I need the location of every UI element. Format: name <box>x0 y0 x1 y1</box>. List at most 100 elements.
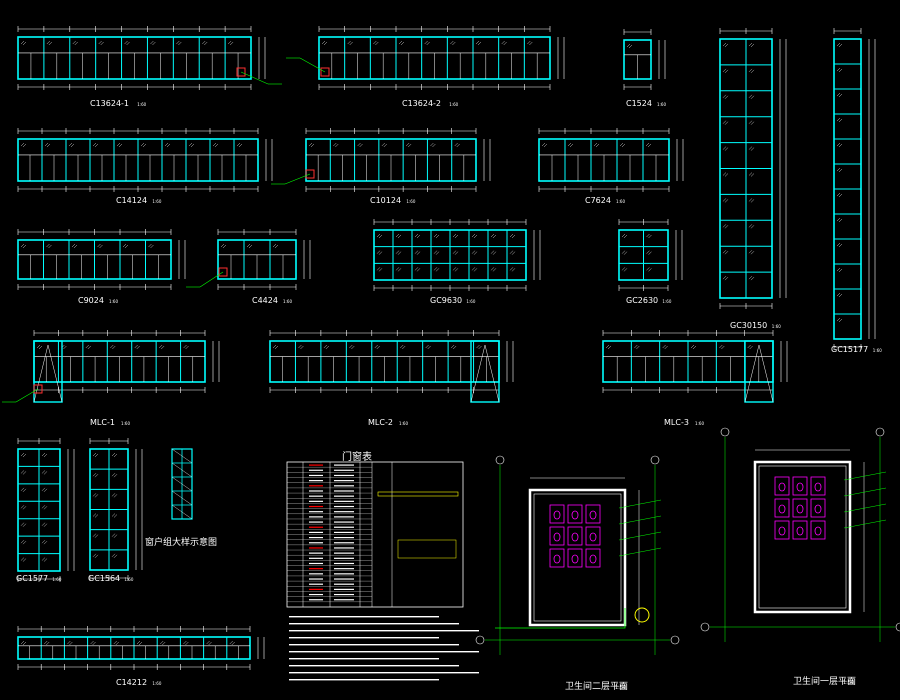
glass-hatch <box>478 345 482 350</box>
glass-hatch <box>94 143 99 148</box>
cell-text-mark <box>334 568 354 570</box>
cell-text-mark <box>309 599 323 601</box>
glass-hatch <box>836 242 841 247</box>
door-swing-arc <box>634 607 650 623</box>
glass-hatch <box>402 345 406 350</box>
toilet-plan-first-floor: 卫生间一层平面 1:50 <box>700 427 900 687</box>
detail-brace <box>171 448 193 464</box>
glass-hatch <box>92 533 97 537</box>
glass-hatch <box>74 41 78 46</box>
glass-hatch <box>138 641 143 646</box>
glass-hatch <box>427 345 431 350</box>
door-swing <box>47 344 63 403</box>
glass-hatch <box>376 250 381 254</box>
glass-hatch <box>569 143 574 148</box>
window-elevation <box>833 28 876 350</box>
glass-hatch <box>621 143 626 148</box>
note-line <box>289 644 459 646</box>
elevation-label: C13624-1 <box>90 99 129 108</box>
glass-hatch <box>646 250 650 254</box>
glass-hatch <box>375 41 379 46</box>
glass-hatch <box>274 345 279 350</box>
glass-hatch <box>248 244 253 249</box>
glass-hatch <box>838 243 843 248</box>
elevation-label: C9024 <box>78 296 104 305</box>
glass-hatch <box>246 243 251 248</box>
glass-hatch <box>227 40 232 45</box>
glass-hatch <box>406 142 410 147</box>
glass-hatch <box>748 146 753 150</box>
plan-title-1f: 卫生间一层平面 <box>793 675 856 687</box>
cell-text-mark <box>334 588 354 590</box>
glass-hatch <box>44 640 48 645</box>
glass-hatch <box>724 121 729 125</box>
cell-text-mark <box>309 469 323 471</box>
highlight-marker <box>236 67 246 77</box>
glass-hatch <box>159 344 163 349</box>
glass-hatch <box>67 640 71 645</box>
cell-text-mark <box>309 464 323 466</box>
glass-hatch <box>690 344 695 349</box>
glass-hatch <box>46 243 50 248</box>
glass-hatch <box>136 345 140 350</box>
glass-hatch <box>838 218 843 223</box>
glass-hatch <box>98 40 102 45</box>
glass-hatch <box>492 234 497 239</box>
glass-hatch <box>722 42 727 47</box>
toilet-stall <box>810 498 826 518</box>
cell-text-mark <box>334 495 354 497</box>
glass-hatch <box>22 453 27 458</box>
toilet-stall <box>774 498 790 518</box>
cell-text-mark <box>334 578 354 580</box>
glass-hatch <box>373 40 377 45</box>
window-elevation <box>17 128 273 192</box>
glass-hatch <box>509 233 514 238</box>
elevation-scale: 1:60 <box>399 421 408 426</box>
toilet-stall <box>549 526 565 546</box>
glass-hatch <box>111 553 116 557</box>
glass-hatch <box>626 43 631 48</box>
cell-text-mark <box>334 464 354 466</box>
elevation-label: GC30150 <box>730 321 767 330</box>
elevation-label: C14212 <box>116 678 147 687</box>
glass-hatch <box>378 268 383 272</box>
window-elevation <box>623 29 666 90</box>
glass-hatch <box>48 41 53 46</box>
glass-hatch <box>750 173 755 177</box>
glass-hatch <box>456 143 460 148</box>
glass-hatch <box>750 276 755 281</box>
glass-hatch <box>300 345 304 350</box>
toilet-stall <box>792 476 808 496</box>
cell-text-mark <box>309 573 323 575</box>
toilet-fixture <box>796 504 804 514</box>
door-swing <box>484 344 500 403</box>
plan-scale-1f: 1:50 <box>843 680 854 686</box>
glass-hatch <box>433 233 438 238</box>
elevation-label: C13624-2 <box>402 99 441 108</box>
glass-hatch <box>747 344 751 349</box>
elevation-label: GC15177 <box>831 345 868 354</box>
toilet-fixture <box>814 482 822 492</box>
cell-text-mark <box>334 573 354 575</box>
toilet-stall <box>792 520 808 540</box>
glass-hatch <box>416 234 421 239</box>
glass-hatch <box>475 40 480 45</box>
glass-hatch <box>43 506 48 510</box>
stair-outline <box>495 608 626 629</box>
elevation-scale: 1:60 <box>124 577 133 582</box>
note-box <box>397 539 457 559</box>
door-swing <box>470 344 486 403</box>
glass-hatch <box>272 344 277 349</box>
glass-hatch <box>124 40 128 45</box>
glass-hatch <box>509 267 514 271</box>
glass-hatch <box>750 69 755 74</box>
glass-hatch <box>162 641 166 646</box>
glass-hatch <box>430 142 434 147</box>
glass-hatch <box>748 94 753 98</box>
glass-hatch <box>750 121 755 125</box>
toilet-fixture <box>571 554 579 564</box>
glass-hatch <box>541 142 546 147</box>
cell-text-mark <box>309 552 323 554</box>
glass-hatch <box>724 251 729 255</box>
cell-text-mark <box>309 500 323 502</box>
